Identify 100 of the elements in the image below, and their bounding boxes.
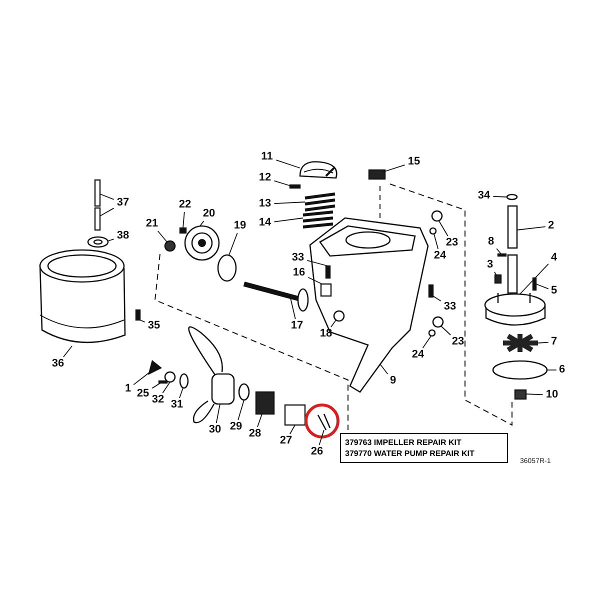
leader-line (276, 160, 300, 168)
callout-number: 34 (478, 190, 490, 202)
callout-number: 25 (136, 388, 150, 400)
leader-line (100, 194, 114, 200)
leader-line (526, 394, 544, 396)
nut-part (431, 210, 443, 222)
leader-line (308, 276, 322, 284)
callout-number: 15 (408, 156, 420, 168)
callout-number: 12 (258, 172, 272, 184)
leader-line (496, 248, 502, 256)
leader-line (318, 430, 324, 446)
propeller-part (188, 326, 235, 424)
callout-number: 20 (202, 208, 216, 220)
leader-line (152, 382, 162, 389)
callout-number: 36 (52, 358, 64, 370)
plate-part (492, 360, 548, 380)
leader-line (228, 232, 238, 256)
leader-line (330, 320, 336, 328)
washer-part (179, 373, 189, 389)
repair-kit-box (340, 433, 508, 463)
callout-number: 17 (290, 320, 304, 332)
spring-part (304, 192, 336, 212)
leader-line (434, 234, 439, 250)
leader-line (200, 220, 204, 226)
leader-line (438, 220, 448, 236)
nut-part (432, 316, 444, 328)
washer-part (429, 227, 437, 235)
pin-part (94, 207, 101, 231)
callout-number: 32 (152, 394, 164, 406)
callout-number: 26 (310, 446, 324, 458)
callout-number: 33 (444, 302, 456, 312)
callout-number: 24 (412, 350, 424, 360)
callout-number: 14 (258, 218, 272, 228)
bearing-part (284, 404, 306, 426)
callout-number: 1 (124, 384, 132, 394)
leader-line (538, 342, 549, 344)
leader-line (157, 230, 168, 242)
callout-number: 28 (248, 428, 262, 440)
shaft-part (243, 282, 309, 312)
leader-line (432, 296, 442, 302)
callout-number: 23 (452, 336, 464, 348)
leader-line (290, 424, 296, 434)
clip-part (317, 413, 331, 431)
shaft-part (507, 205, 518, 294)
leader-line (440, 326, 452, 336)
callout-number: 18 (320, 328, 332, 340)
callout-number: 10 (546, 390, 558, 400)
leader-line (274, 180, 292, 186)
leader-line (63, 346, 72, 358)
exhaust-housing-part (39, 249, 126, 344)
pin-part (497, 253, 507, 257)
kit-text: 379770 WATER PUMP REPAIR KIT (345, 448, 476, 459)
leader-line (133, 372, 150, 386)
callout-number: 16 (292, 268, 306, 278)
pin-part (94, 179, 101, 207)
cover-part (184, 225, 220, 261)
screw-part (532, 277, 537, 291)
pin-part (289, 184, 301, 189)
plug-part (494, 274, 502, 284)
leader-line (216, 404, 220, 424)
callout-number: 38 (116, 230, 130, 242)
leader-line (182, 212, 185, 228)
callout-number: 37 (116, 198, 130, 208)
callout-number: 13 (258, 198, 272, 210)
leader-line (140, 320, 146, 322)
leader-line (422, 336, 432, 348)
leader-line (382, 164, 406, 172)
washer-part (428, 329, 436, 337)
leader-line (179, 388, 184, 398)
callout-number: 35 (148, 320, 160, 332)
callout-number: 33 (292, 252, 304, 264)
leader-line (536, 284, 549, 290)
callout-number: 6 (558, 364, 566, 376)
nose-cone-part (148, 360, 162, 375)
callout-number: 4 (550, 252, 558, 264)
leader-line (290, 296, 296, 320)
leader-line (108, 238, 114, 242)
callout-number: 3 (486, 260, 494, 270)
seal-part (87, 236, 109, 248)
leader-line (274, 202, 306, 204)
screw-part (428, 284, 434, 298)
callout-number: 21 (146, 218, 158, 230)
block-part (368, 169, 386, 180)
callout-number: 24 (434, 250, 446, 262)
callout-number: 2 (548, 220, 554, 232)
impeller-part (500, 332, 540, 354)
leader-line (162, 382, 170, 394)
leader-line (380, 364, 388, 374)
o-ring-part (217, 254, 237, 282)
bearing-part (255, 391, 275, 415)
pump-housing-part (484, 292, 546, 326)
callout-number: 5 (550, 286, 558, 296)
callout-number: 29 (230, 422, 242, 432)
callout-number: 30 (208, 424, 222, 436)
nut-part (164, 240, 176, 252)
cover-cap-part (299, 161, 338, 179)
spring-part (302, 210, 334, 228)
callout-number: 9 (390, 376, 396, 386)
nut-part (514, 389, 527, 400)
leader-line (516, 226, 546, 230)
